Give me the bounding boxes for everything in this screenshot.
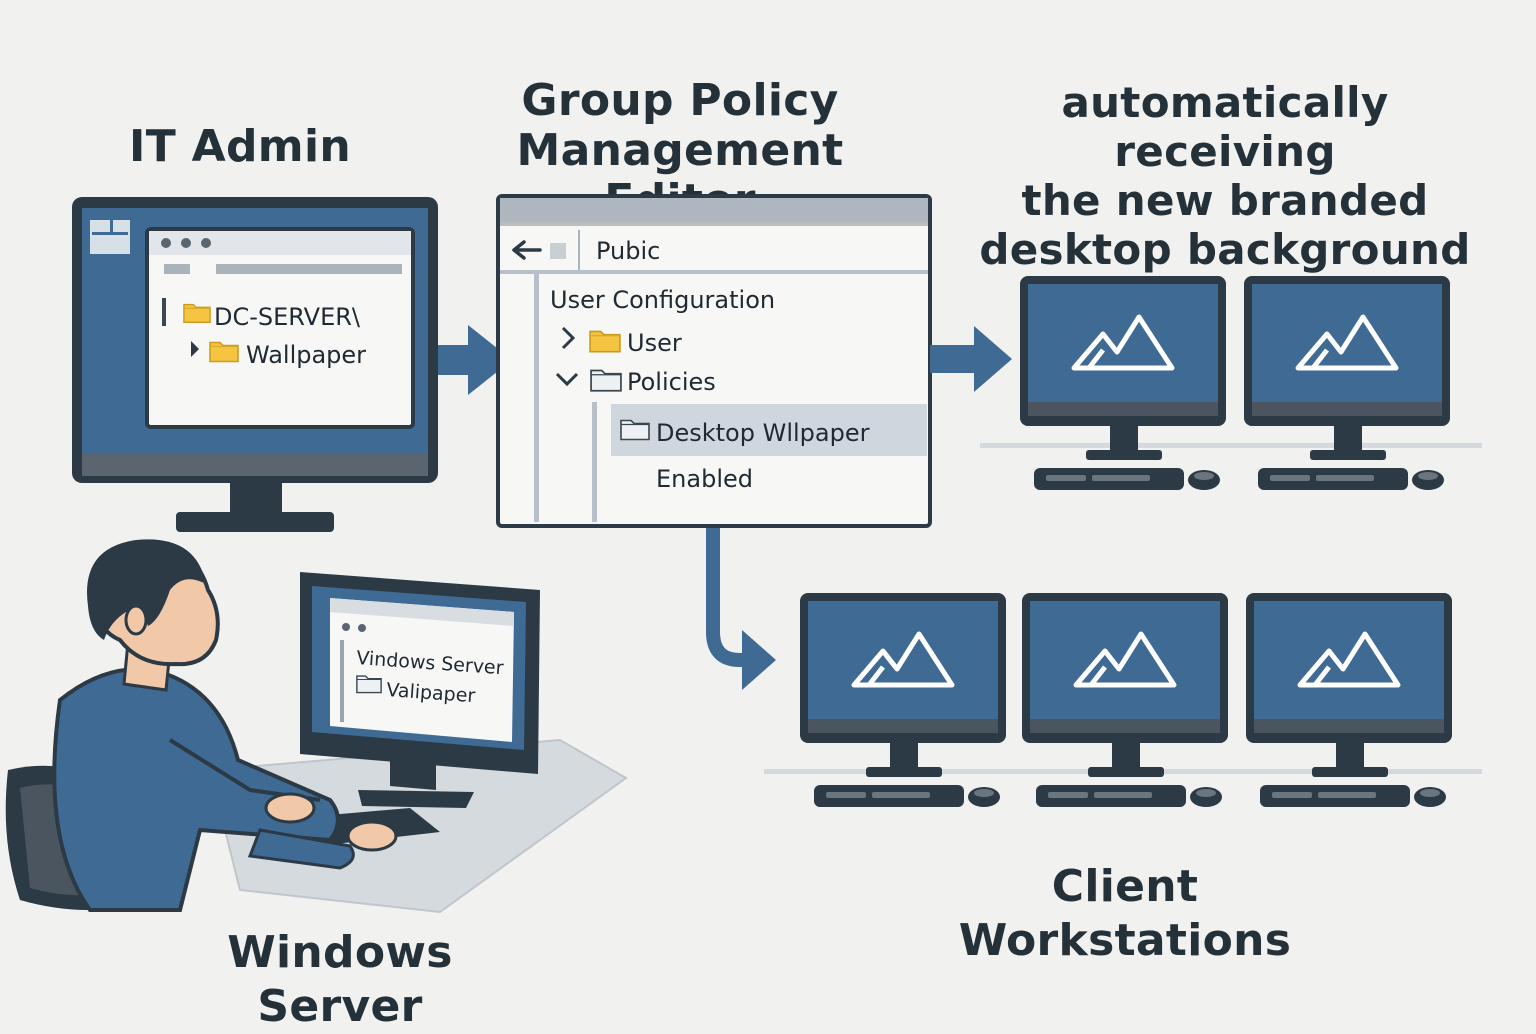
folder-icon <box>620 419 650 441</box>
gpme-title: Group Policy Management Editor <box>440 76 920 226</box>
receiving-label: automatically receiving the new branded … <box>960 78 1490 274</box>
arrow-admin-to-gpme <box>438 325 512 395</box>
it-admin-label: IT Admin <box>129 121 351 172</box>
person-hair <box>87 539 206 640</box>
back-arrow-icon[interactable] <box>512 240 542 260</box>
receiving-line3: desktop background <box>979 225 1471 274</box>
folder-icon <box>356 675 382 694</box>
chevron-right-icon <box>191 341 199 357</box>
it-admin-monitor: DC-SERVER\ Wallpaper <box>72 197 438 532</box>
workstation-bottom-2 <box>1022 593 1228 807</box>
gpme-window: Pubic User Configuration User Policies D… <box>496 194 932 528</box>
admin-person-illustration: Vindows Server Valipaper <box>5 539 628 914</box>
top-row-desk-line <box>980 443 1482 448</box>
gpme-address[interactable]: Pubic <box>596 237 660 265</box>
tree-item-desktop-wallpaper[interactable]: Desktop Wllpaper <box>656 419 870 447</box>
workstation-bottom-3 <box>1246 593 1452 807</box>
workstation-bottom-1 <box>800 593 1006 807</box>
tree-item-user[interactable]: User <box>627 329 682 357</box>
admin-tree-root: DC-SERVER\ <box>214 303 361 331</box>
workstation-top-2 <box>1244 276 1450 490</box>
tree-item-policies[interactable]: Policies <box>627 368 716 396</box>
receiving-line1: automatically receiving <box>1061 78 1389 176</box>
chevron-right-icon[interactable] <box>561 326 576 350</box>
workstation-top-1 <box>1020 276 1226 490</box>
admin-tree-child: Wallpaper <box>246 341 366 369</box>
tree-user-configuration[interactable]: User Configuration <box>550 286 775 314</box>
folder-icon <box>590 369 622 392</box>
arrow-gpme-to-bottom-workstations <box>706 528 776 690</box>
client-workstations-label: Client Workstations <box>958 861 1292 966</box>
server-monitor: Vindows Server Valipaper <box>300 572 540 808</box>
gpme-title-line1: Group Policy <box>521 75 839 126</box>
folder-icon <box>183 303 211 324</box>
policy-state: Enabled <box>656 465 753 493</box>
arrow-gpme-to-top-workstations <box>930 326 1012 392</box>
folder-icon <box>589 330 621 353</box>
selected-row-highlight[interactable] <box>611 404 927 456</box>
folder-icon <box>209 341 239 363</box>
chevron-down-icon[interactable] <box>555 372 579 387</box>
receiving-line2: the new branded <box>1021 176 1429 225</box>
